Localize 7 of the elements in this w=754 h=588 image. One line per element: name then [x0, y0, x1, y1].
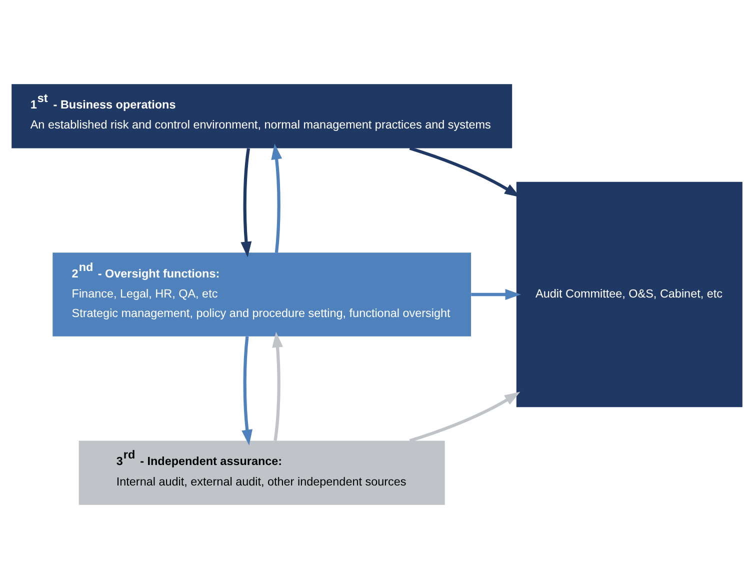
- arrow: [240, 148, 252, 257]
- node-box: Audit Committee, O&S, Cabinet, etc: [516, 181, 742, 407]
- arrow: [271, 143, 282, 252]
- arrow: [242, 336, 252, 445]
- arrow: [471, 288, 521, 300]
- arrow: [409, 391, 520, 442]
- arrow: [272, 331, 283, 440]
